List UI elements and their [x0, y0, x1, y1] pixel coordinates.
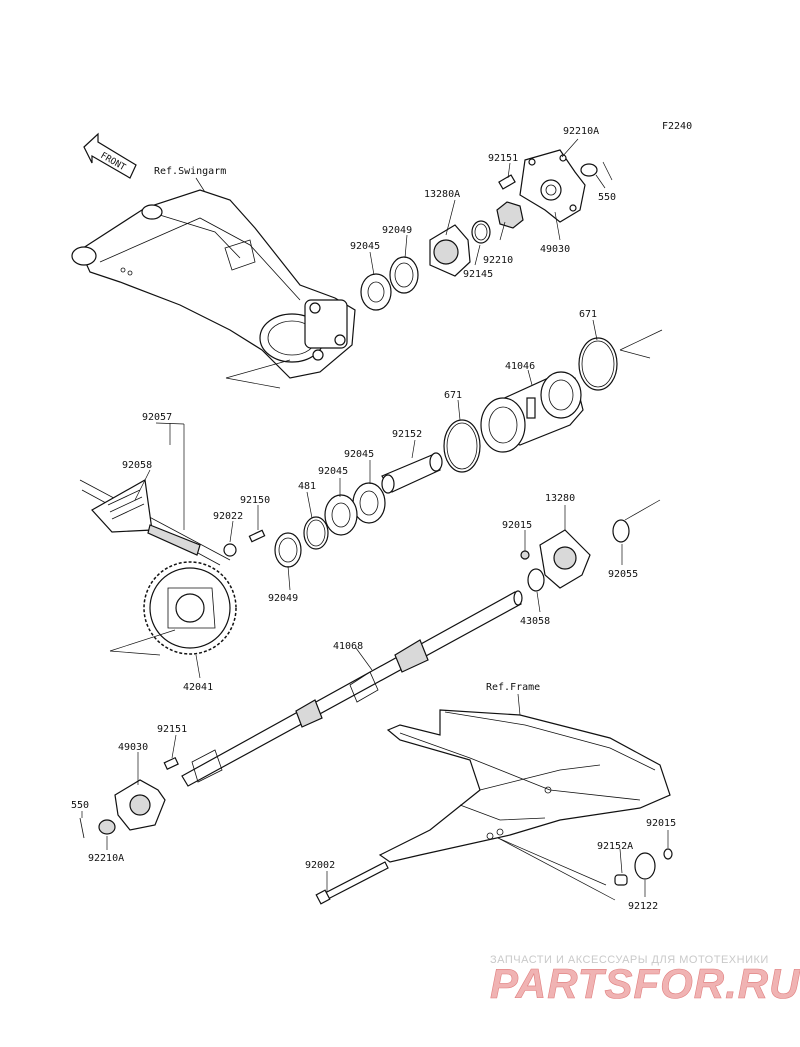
label-92122: 92122	[628, 901, 658, 912]
label-92049-top: 92049	[382, 225, 412, 236]
label-92151-low: 92151	[157, 724, 187, 735]
label-92015-top: 92015	[502, 520, 532, 531]
watermark-tagline: ЗАПЧАСТИ И АКСЕССУАРЫ ДЛЯ МОТОТЕХНИКИ	[490, 954, 769, 966]
label-92002: 92002	[305, 860, 335, 871]
label-550-top: 550	[598, 192, 616, 203]
rear-hub-upper-assembly	[360, 149, 613, 311]
label-481: 481	[298, 481, 316, 492]
label-92015-low: 92015	[646, 818, 676, 829]
swingarm-drawing	[71, 189, 356, 389]
label-13280: 13280	[545, 493, 575, 504]
diagram-code: F2240	[662, 121, 692, 132]
label-92210: 92210	[483, 255, 513, 266]
frame-drawing	[378, 709, 671, 863]
label-43058: 43058	[520, 616, 550, 627]
label-671-mid: 671	[444, 390, 462, 401]
drive-chain	[79, 479, 231, 566]
label-49030-top: 49030	[540, 244, 570, 255]
label-49030-low: 49030	[118, 742, 148, 753]
front-arrow-icon: FRONT	[83, 132, 137, 179]
label-671-top: 671	[579, 309, 597, 320]
frame-lower-right-parts	[614, 848, 673, 886]
label-92152: 92152	[392, 429, 422, 440]
label-41068: 41068	[333, 641, 363, 652]
label-92145: 92145	[463, 269, 493, 280]
label-42041: 42041	[183, 682, 213, 693]
label-92151-top: 92151	[488, 153, 518, 164]
label-92045-b: 92045	[318, 466, 348, 477]
ref-frame-label: Ref.Frame	[486, 682, 540, 693]
pivot-bolt	[315, 861, 389, 905]
label-92049-low: 92049	[268, 593, 298, 604]
label-92152A: 92152A	[597, 841, 633, 852]
ref-swingarm-label: Ref.Swingarm	[154, 166, 226, 177]
label-550-low: 550	[71, 800, 89, 811]
label-92045-a: 92045	[344, 449, 374, 460]
rear-sprocket	[143, 561, 237, 655]
label-92022: 92022	[213, 511, 243, 522]
label-92210A-top: 92210A	[563, 126, 599, 137]
eccentric-hub-assembly	[443, 337, 618, 473]
label-92210A-low: 92210A	[88, 853, 124, 864]
label-92150: 92150	[240, 495, 270, 506]
label-13280A: 13280A	[424, 189, 460, 200]
rear-hub-lower-right	[520, 519, 630, 592]
rear-hub-lower-left	[79, 756, 179, 839]
label-92045-top: 92045	[350, 241, 380, 252]
rear-axle-shaft	[181, 590, 523, 787]
bearings-and-spacer	[223, 452, 443, 568]
watermark-brand: PARTSFOR.RU	[490, 960, 800, 1007]
label-92058: 92058	[122, 460, 152, 471]
label-92055: 92055	[608, 569, 638, 580]
label-41046: 41046	[505, 361, 535, 372]
label-92057: 92057	[142, 412, 172, 423]
